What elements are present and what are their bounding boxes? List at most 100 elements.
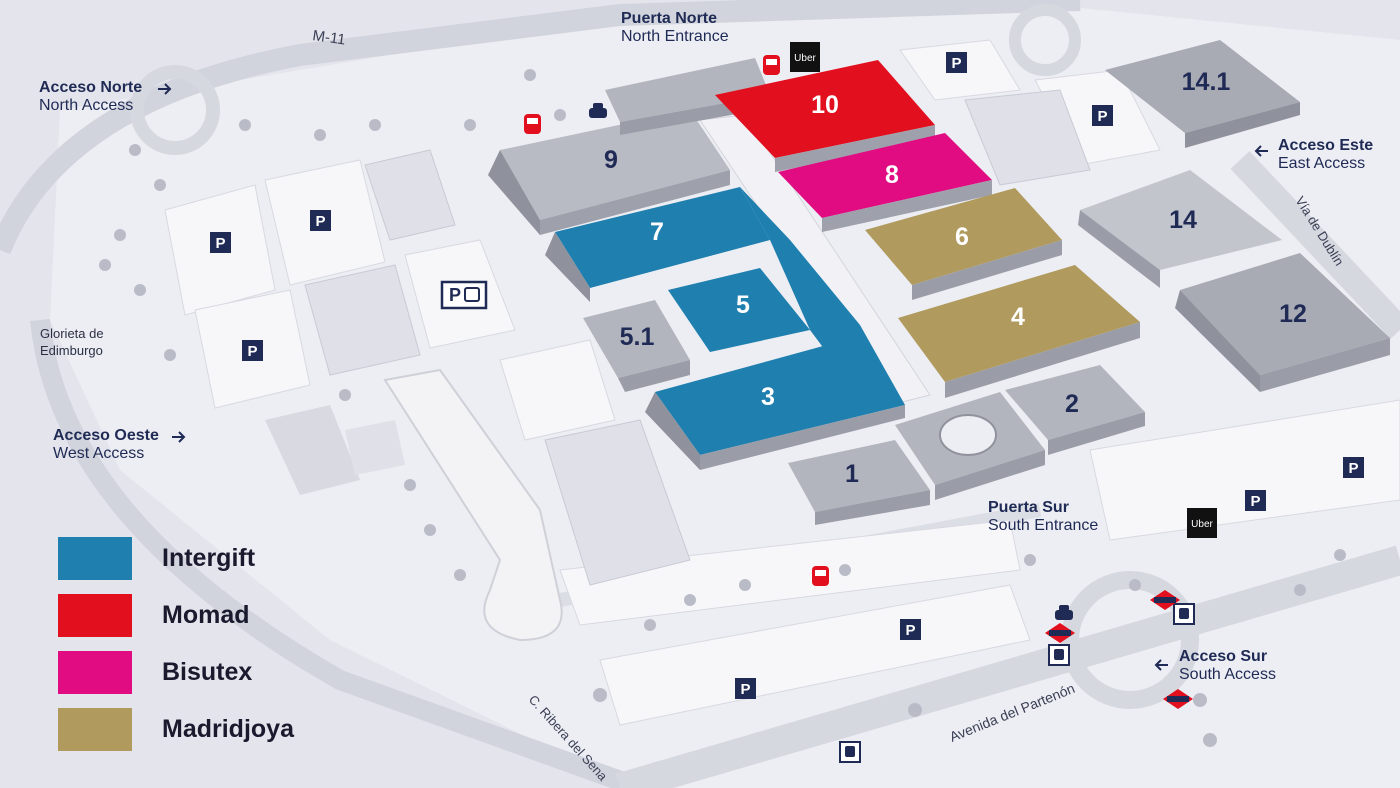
hall-labels: 10 8 7 6 5 4 3 — [650, 91, 1025, 411]
west-annex-2 — [345, 420, 405, 475]
metro-icon[interactable] — [1163, 689, 1193, 709]
parking-lot — [559, 519, 1021, 626]
hall-14-1[interactable] — [1105, 40, 1300, 148]
road-label-m11: M-11 — [311, 27, 346, 48]
legend-label: Momad — [162, 601, 250, 629]
metro-icon[interactable] — [1150, 590, 1180, 610]
bus-parking-icon[interactable]: P — [440, 280, 488, 310]
hall-7[interactable] — [545, 187, 770, 302]
hall-label: 12 — [1279, 300, 1307, 328]
hatched-lot — [364, 149, 456, 241]
hall-5-roof — [668, 268, 810, 352]
puerta-norte-label: Puerta Norte North Entrance — [621, 10, 729, 47]
intergift-connector — [740, 187, 905, 405]
hall-5-1-wall — [618, 360, 690, 392]
bus-icon[interactable] — [839, 741, 861, 763]
tree — [339, 389, 351, 401]
hall-5[interactable] — [668, 268, 810, 352]
parking-icon[interactable]: P — [310, 210, 331, 231]
metro-icon[interactable] — [1045, 623, 1075, 643]
hall-5-1[interactable] — [583, 300, 690, 392]
taxi-icon[interactable] — [1055, 605, 1073, 620]
hall-9[interactable] — [488, 110, 730, 235]
hall-3-wall — [645, 392, 700, 470]
tree — [464, 119, 476, 131]
hall-9-wall — [488, 150, 540, 235]
uber-icon[interactable]: Uber — [1187, 508, 1217, 538]
tree — [554, 109, 566, 121]
uber-icon[interactable]: Uber — [790, 42, 820, 72]
parking-icon[interactable]: P — [210, 232, 231, 253]
hall-12-roof — [1180, 253, 1390, 375]
hall-1[interactable] — [788, 440, 930, 525]
hall-5-1-roof — [583, 300, 690, 378]
metro-icons — [1045, 590, 1193, 709]
parking-icon[interactable]: P — [1245, 490, 1266, 511]
hall-3[interactable] — [645, 340, 905, 470]
bus-stop-icon[interactable] — [763, 55, 780, 75]
hall-4[interactable] — [898, 265, 1140, 398]
roundabout-south — [1061, 571, 1199, 709]
svg-text:P: P — [740, 681, 750, 698]
hall-2-roof — [1005, 365, 1145, 440]
hall-8[interactable] — [778, 133, 992, 232]
red-bus-icons — [524, 55, 829, 586]
bus-stop-icon[interactable] — [812, 566, 829, 586]
tree — [1024, 554, 1036, 566]
parking-icon[interactable]: P — [1092, 105, 1113, 126]
access-title: Acceso Sur — [1179, 648, 1268, 665]
hall-4-wall — [945, 322, 1140, 398]
parking-icon[interactable]: P — [1343, 457, 1364, 478]
tree — [1334, 549, 1346, 561]
tree — [134, 284, 146, 296]
svg-text:Uber: Uber — [1191, 519, 1213, 530]
parking-icon[interactable]: P — [735, 678, 756, 699]
road-partenon — [615, 545, 1400, 788]
hall-labels-dark: 9 5.1 2 1 14 14.1 12 — [604, 68, 1307, 488]
hall-12[interactable] — [1175, 253, 1390, 392]
svg-text:Uber: Uber — [794, 53, 816, 64]
svg-text:P: P — [247, 343, 257, 360]
hall-10-wall — [775, 125, 935, 172]
taxi-icon[interactable] — [589, 103, 607, 118]
hall-9-wall — [540, 170, 730, 235]
parking-icon[interactable]: P — [242, 340, 263, 361]
hall-9-roof — [500, 110, 730, 220]
glorieta-line: Glorieta de — [40, 326, 104, 341]
hatched-lot — [964, 89, 1091, 186]
legend-label: Intergift — [162, 544, 256, 572]
parking-icon[interactable]: P — [900, 619, 921, 640]
legend-item-bisutex[interactable]: Bisutex — [58, 644, 294, 701]
hall-10-roof — [715, 60, 935, 158]
hall-label: 5.1 — [620, 323, 655, 351]
bus-icon[interactable] — [1173, 603, 1195, 625]
legend-label: Madridjoya — [162, 715, 294, 743]
hall-6[interactable] — [865, 188, 1062, 300]
hall-8-roof — [778, 133, 992, 218]
tree — [1203, 733, 1217, 747]
arrow-left-icon — [1154, 659, 1168, 671]
legend-item-momad[interactable]: Momad — [58, 587, 294, 644]
legend: Intergift Momad Bisutex Madridjoya — [58, 530, 294, 758]
legend-label: Bisutex — [162, 658, 253, 686]
access-title: Puerta Norte — [621, 10, 718, 27]
legend-item-intergift[interactable]: Intergift — [58, 530, 294, 587]
glorieta-label: Glorieta de Edimburgo — [40, 326, 104, 360]
road-m11 — [0, 0, 1081, 255]
legend-item-madridjoya[interactable]: Madridjoya — [58, 701, 294, 758]
hall-14[interactable] — [1078, 170, 1282, 288]
bus-icon[interactable] — [1048, 644, 1070, 666]
tree — [524, 69, 536, 81]
hall-2[interactable] — [1005, 365, 1145, 455]
tree — [114, 229, 126, 241]
tree — [1294, 584, 1306, 596]
tree — [314, 129, 326, 141]
tree — [164, 349, 176, 361]
hall-12-wall — [1175, 290, 1260, 392]
svg-text:P: P — [1250, 493, 1260, 510]
hall-3-wall — [700, 405, 905, 470]
parking-icon[interactable]: P — [946, 52, 967, 73]
hall-10[interactable] — [715, 60, 935, 172]
bus-stop-icon[interactable] — [524, 114, 541, 134]
